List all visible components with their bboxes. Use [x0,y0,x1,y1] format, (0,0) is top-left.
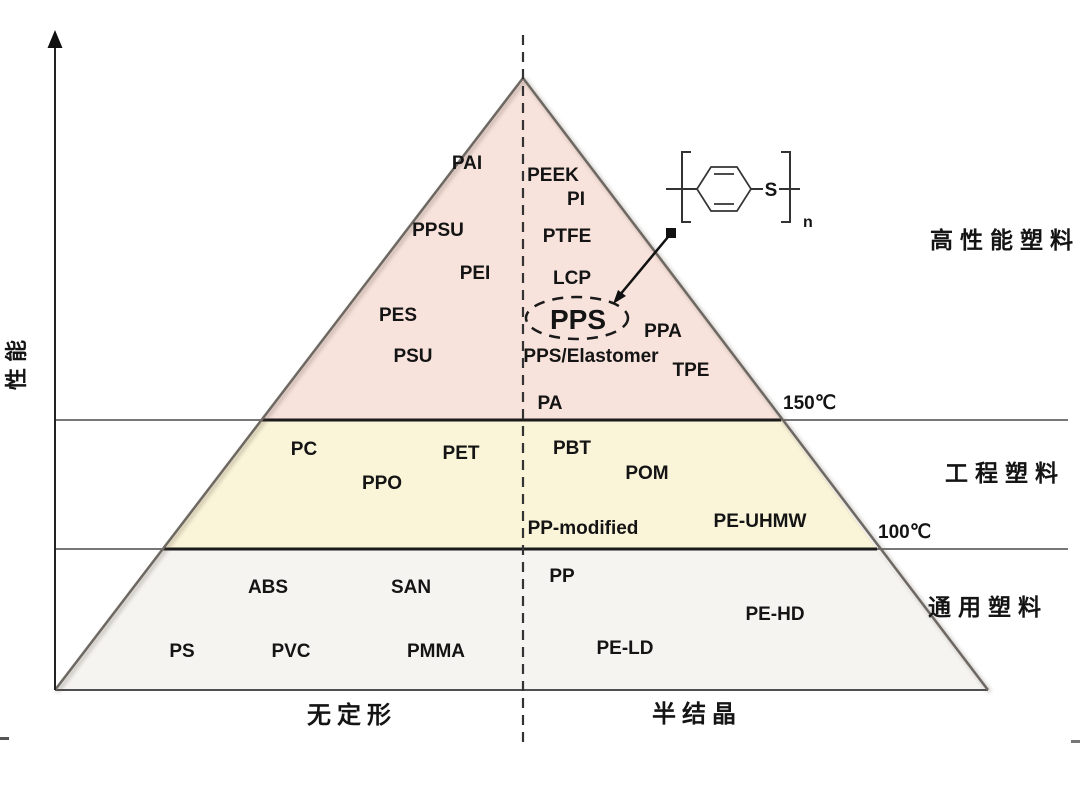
material-label-ppo: PPO [362,473,402,494]
y-axis: 性能 [4,30,63,690]
material-label-abs: ABS [248,577,288,598]
material-label-pet: PET [443,443,480,464]
temperature-labels: 150℃ 100℃ [783,393,931,543]
material-label-pai: PAI [452,153,482,174]
material-label-pe-uhmw: PE-UHMW [714,511,807,532]
pyramid-bands [55,78,988,690]
material-label-pmma: PMMA [407,641,465,662]
structure-callout-arrow [613,228,676,304]
material-label-psu: PSU [393,346,432,367]
material-label-pei: PEI [460,263,491,284]
material-label-ps: PS [169,641,194,662]
bracket-left [681,151,691,223]
band-labels: 高性能塑料 工程塑料 通用塑料 [928,227,1080,620]
pps-highlight: PPS [524,295,630,341]
material-label-pa: PA [538,393,563,414]
band-label-high-performance: 高性能塑料 [930,227,1080,253]
band-commodity [55,549,988,690]
material-label-pes: PES [379,305,417,326]
material-label-pps: PPS [550,304,606,335]
labels-high-performance: PAI PEEK PI PPSU PTFE PEI LCP PES PSU PP… [379,153,709,414]
boundary-lines [55,418,1068,691]
y-axis-arrow-icon [47,30,63,48]
repeat-subscript-n: n [803,214,813,231]
material-label-pp-modified: PP-modified [528,518,639,539]
edge-mark-left [0,737,9,740]
temp-label-150c: 150℃ [783,393,836,414]
arrowhead-icon [613,290,626,304]
material-label-pe-ld: PE-LD [597,638,654,659]
labels-engineering: PC PET PBT PPO POM PP-modified PE-UHMW [291,438,807,539]
material-label-pp: PP [549,566,575,587]
band-label-commodity: 通用塑料 [928,594,1048,620]
material-label-san: SAN [391,577,431,598]
category-label-semicrystalline: 半结晶 [652,701,742,728]
material-label-ppa: PPA [644,321,682,342]
morphology-labels: 无定形 半结晶 [307,701,742,729]
material-label-tpe: TPE [673,360,710,381]
material-label-pbt: PBT [553,438,591,459]
y-axis-label: 性能 [4,334,29,390]
sulfur-atom-label: S [765,180,778,201]
pps-highlight-ellipse [524,295,630,341]
material-label-pvc: PVC [271,641,310,662]
labels-commodity: ABS SAN PP PE-HD PS PVC PMMA PE-LD [169,566,804,662]
material-label-pi: PI [567,189,585,210]
material-label-pe-hd: PE-HD [745,604,804,625]
arrow-shaft [618,236,669,297]
material-label-pc: PC [291,439,318,460]
material-label-pom: POM [625,463,668,484]
material-label-ptfe: PTFE [543,226,592,247]
material-label-ppsu: PPSU [412,220,464,241]
material-label-peek: PEEK [527,165,579,186]
pps-chemical-structure: S n [666,151,813,231]
material-label-lcp: LCP [553,268,591,289]
edge-mark-right [1071,740,1080,743]
category-label-amorphous: 无定形 [307,701,397,729]
band-high-performance [262,78,781,420]
arrow-start-square-icon [666,228,676,238]
band-label-engineering: 工程塑料 [945,460,1065,486]
bracket-right [781,151,791,223]
temp-label-100c: 100℃ [878,522,931,543]
band-engineering [163,420,877,549]
material-label-pps-elastomer: PPS/Elastomer [523,346,659,367]
